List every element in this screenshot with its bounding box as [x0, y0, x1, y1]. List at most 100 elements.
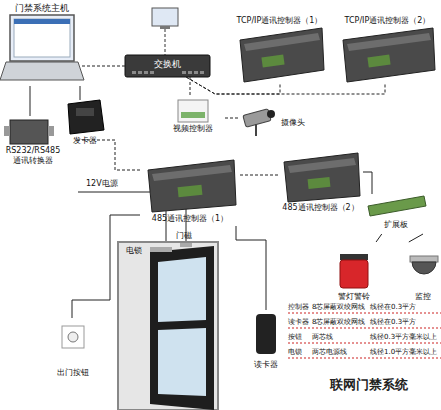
video-controller-box	[178, 100, 208, 122]
laptop-screen	[10, 15, 74, 61]
converter-port	[48, 126, 54, 136]
device-node: 摄像头	[240, 108, 310, 140]
device-label: 门禁系统主机	[2, 3, 82, 14]
device-node: 出门按钮	[45, 318, 100, 382]
controller-box	[343, 28, 435, 82]
device-node: 读卡器	[246, 310, 286, 372]
device-node: 视频控制器	[160, 97, 225, 137]
table-cell: 8芯屏蔽双绞网线	[312, 303, 365, 311]
device-node: TCP/IP通讯控制器（1）	[232, 14, 327, 84]
device-label: 警灯警铃	[330, 292, 378, 302]
connection-line	[190, 77, 191, 97]
door-glass	[158, 257, 206, 322]
part-label: 电锁	[126, 246, 142, 256]
exit-button-knob	[68, 332, 78, 342]
connection-line	[80, 86, 81, 100]
device-label: 视频控制器	[160, 124, 225, 134]
switch-ports	[132, 71, 204, 74]
device-node: TCP/IP通讯控制器（2）	[335, 14, 440, 84]
device-node: 485通讯控制器（2）	[278, 150, 363, 215]
table-cell: 按钮	[288, 333, 302, 341]
device-label: 交换机	[125, 59, 210, 70]
part-label: 12V电源	[86, 179, 118, 189]
door-magnet	[180, 243, 192, 247]
pc-stand	[160, 26, 170, 29]
device-label: 出门按钮	[45, 368, 100, 378]
table-cell: 线径1.0平方毫米以上	[370, 348, 437, 356]
connection-line	[225, 118, 240, 119]
device-label: 摄像头	[276, 118, 310, 128]
device-node: 警灯警铃	[330, 242, 378, 304]
circuit-board	[367, 55, 390, 68]
controller-lid	[152, 165, 232, 181]
circuit-board	[261, 55, 284, 68]
alarm-cap	[340, 254, 368, 260]
card-reader-body	[256, 314, 276, 354]
diagram-title: 联网门禁系统	[330, 376, 408, 394]
connection-line	[82, 66, 125, 67]
controller-lid	[244, 33, 320, 51]
laptop-window	[14, 19, 70, 57]
connection-line	[30, 86, 31, 116]
camera-lens	[267, 110, 275, 118]
device-label: 扩展板	[365, 220, 427, 230]
controller-lid	[347, 33, 431, 51]
table-cell: 线径在0.3平方	[370, 303, 416, 311]
part-label: 门磁	[176, 231, 192, 241]
device-node: 485通讯控制器（1）	[140, 158, 240, 226]
device-label: 发卡器	[62, 136, 107, 146]
device-node: 发卡器	[62, 100, 107, 148]
camera-mount	[255, 124, 257, 136]
table-cell: 电锁	[288, 348, 302, 356]
device-node: 监控	[405, 242, 441, 304]
laptop-base	[0, 62, 84, 80]
table-cell: 两芯线	[312, 333, 333, 341]
video-controller-panel	[181, 112, 205, 118]
device-label: 485通讯控制器（2）	[278, 203, 363, 213]
switch-body	[125, 55, 210, 77]
controller-box	[240, 28, 324, 82]
electric-lock	[150, 247, 172, 252]
device-label: 485通讯控制器（1）	[140, 214, 240, 224]
device-node: 交换机	[125, 55, 210, 77]
door-frame	[118, 242, 218, 410]
device-node: RS232/RS485 通讯转换器	[2, 116, 77, 170]
pc-monitor	[152, 8, 178, 26]
connection-line	[72, 215, 140, 318]
door-glass	[158, 328, 206, 396]
door-leaf	[150, 246, 214, 410]
table-cell: 线径在0.3平方	[370, 318, 416, 326]
device-label: 监控	[405, 292, 441, 302]
dome-camera	[412, 262, 436, 274]
laptop-titlebar	[14, 19, 70, 24]
exit-button-plate	[62, 326, 84, 348]
power-wire	[78, 192, 150, 193]
circuit-board	[178, 185, 203, 197]
connection-line	[376, 234, 382, 242]
dome-base	[410, 256, 438, 262]
table-rule	[288, 313, 441, 358]
device-label: TCP/IP通讯控制器（2）	[335, 16, 440, 26]
table-cell: 读卡器	[288, 318, 309, 326]
connection-line	[409, 234, 423, 242]
converter-body	[10, 120, 48, 144]
converter-port	[4, 126, 10, 136]
device-label: RS232/RS485 通讯转换器	[2, 146, 64, 165]
table-cell: 线径0.3平方毫米以上	[370, 333, 437, 341]
card-issuer-body	[68, 100, 104, 134]
network-line	[165, 29, 166, 55]
connection-line	[240, 175, 278, 176]
connection-line	[186, 77, 385, 94]
controller-box	[284, 153, 360, 202]
circuit-board	[308, 177, 331, 189]
alarm-light	[340, 260, 368, 288]
device-node: 门禁系统主机	[2, 2, 82, 86]
connection-line	[236, 226, 266, 310]
table-cell: 控制器	[288, 303, 309, 311]
device-label: 读卡器	[246, 360, 286, 370]
table-cell: 8芯屏蔽双绞网线	[312, 318, 365, 326]
connection-line	[363, 172, 372, 194]
expansion-board	[368, 196, 426, 216]
device-label: TCP/IP通讯控制器（1）	[232, 16, 327, 26]
